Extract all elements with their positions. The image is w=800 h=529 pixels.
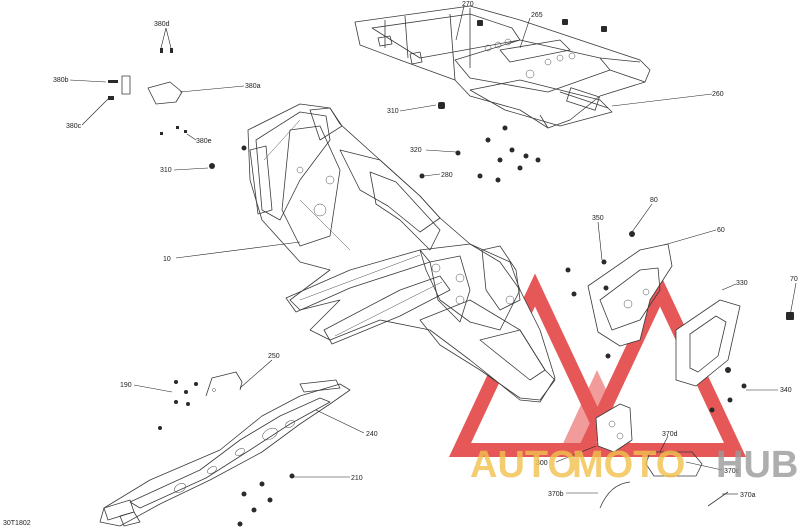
fasteners-drawing [158, 125, 794, 527]
callout-350: 350 [592, 215, 604, 222]
callout-310-upper: 310 [387, 108, 399, 115]
callout-320: 320 [410, 147, 422, 154]
callout-260: 260 [712, 91, 724, 98]
callout-370c: 370c [724, 468, 740, 475]
callout-380e: 380e [196, 138, 212, 145]
lower-rail-drawing [99, 379, 351, 527]
watermark-word-moto: MOTO [572, 444, 685, 486]
right-plates-drawing [587, 243, 741, 509]
callout-80: 80 [650, 197, 658, 204]
callout-370d: 370d [662, 431, 678, 438]
callout-60: 60 [717, 227, 725, 234]
callout-380b: 380b [53, 77, 69, 84]
callout-380c: 380c [66, 123, 82, 130]
callout-190: 190 [120, 382, 132, 389]
callout-270: 270 [462, 1, 474, 8]
callout-240: 240 [366, 431, 378, 438]
diagram-code: 30T1802 [3, 520, 31, 527]
callout-70: 70 [790, 276, 798, 283]
callout-265: 265 [531, 12, 543, 19]
callout-280: 280 [441, 172, 453, 179]
hardware-380-drawing [108, 48, 187, 135]
callout-380d: 380d [154, 21, 170, 28]
watermark-word-auto: AUTO [470, 444, 577, 486]
rear-subframe-drawing [354, 5, 651, 129]
callout-330: 330 [736, 280, 748, 287]
main-frame-drawing [247, 103, 556, 403]
callout-210: 210 [351, 475, 363, 482]
callout-310-lower: 310 [160, 167, 172, 174]
callout-300: 300 [536, 460, 548, 467]
callout-370a: 370a [740, 492, 756, 499]
callout-labels: 10 60 70 80 190 210 240 250 260 265 270 … [53, 1, 798, 499]
callout-250: 250 [268, 353, 280, 360]
callout-10: 10 [163, 256, 171, 263]
callout-380a: 380a [245, 83, 261, 90]
leader-lines [69, 5, 797, 495]
watermark-text: AUTO MOTO HUB [470, 444, 798, 486]
callout-340: 340 [780, 387, 792, 394]
bracket-250-drawing [205, 371, 243, 397]
callout-370b: 370b [548, 491, 564, 498]
watermark-word-hub: HUB [716, 444, 798, 486]
